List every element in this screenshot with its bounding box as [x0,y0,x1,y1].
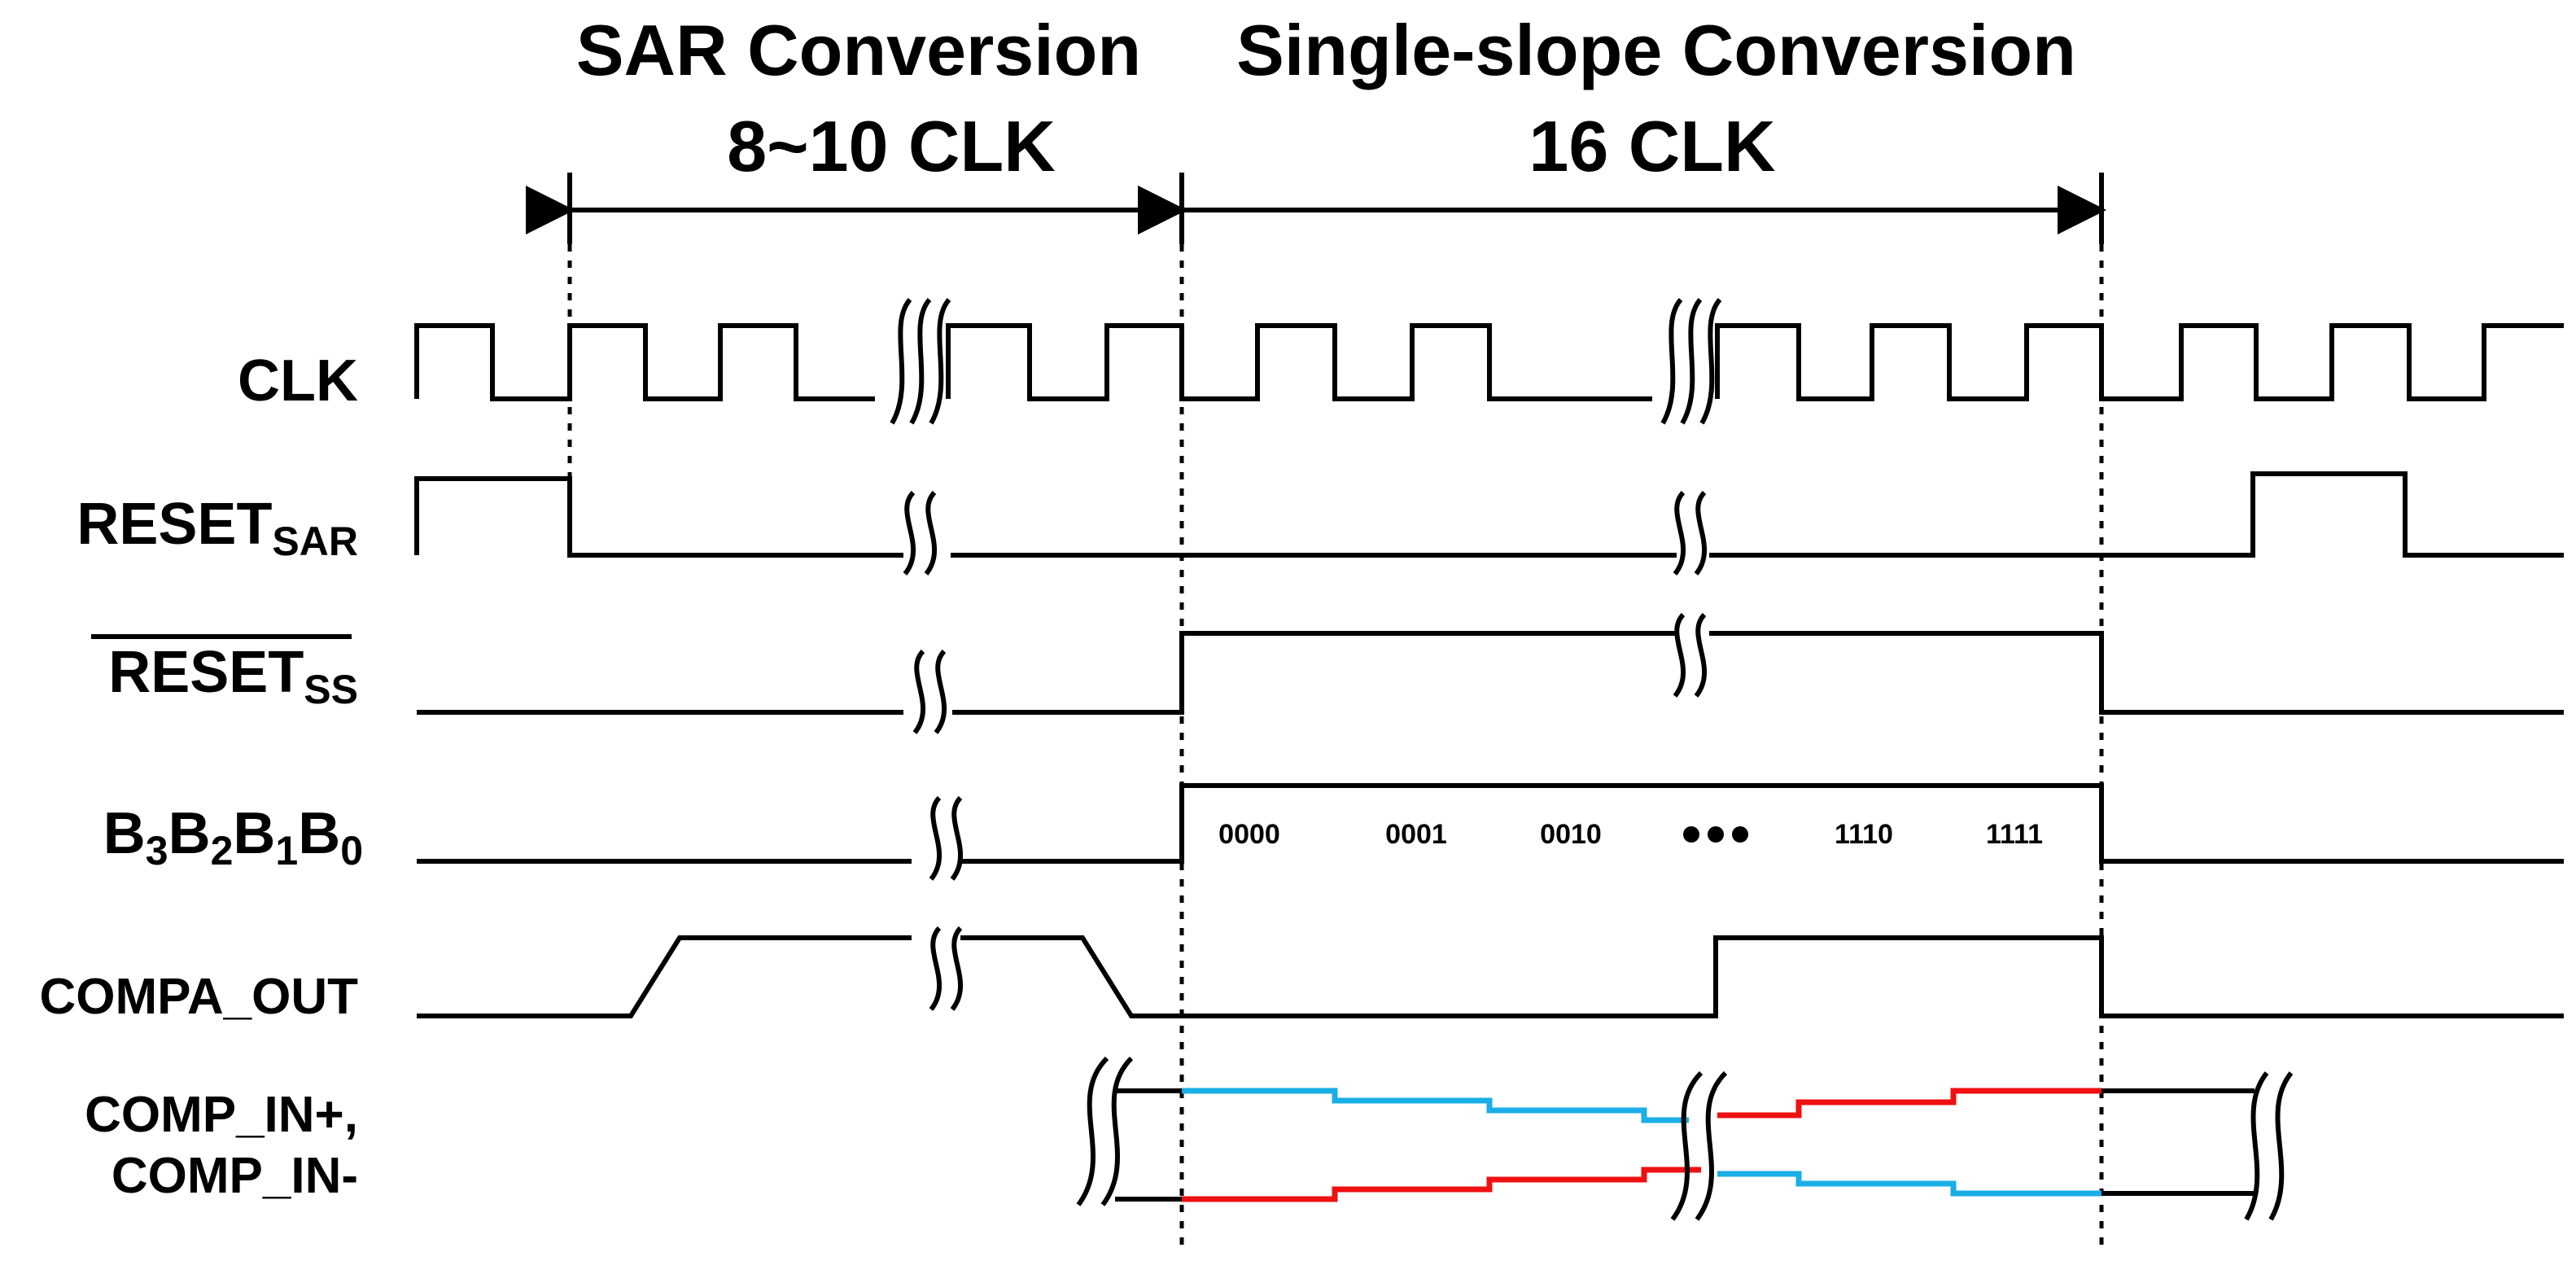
comp-in-minus-trace [1182,1088,2101,1202]
compa-out-waveform [417,935,2564,1018]
code-0010: 0010 [1540,819,1602,850]
ellipsis-dot [1683,826,1699,843]
break-symbol [890,298,951,425]
clk-label: CLK [238,348,358,414]
reset-ss-waveform [417,631,2564,715]
break-symbol [1673,612,1707,698]
comp-in-minus-label: COMP_IN- [112,1148,358,1204]
break-symbol [929,926,963,1011]
single-slope-conversion-title: Single-slope Conversion [1236,10,2076,90]
break-symbol [1660,298,1722,425]
ellipsis-dot [1708,826,1724,843]
sar-conversion-clk-count: 8~10 CLK [727,106,1056,186]
break-symbols [890,298,2294,1221]
reset-sar-waveform [414,471,2564,558]
code-1110: 1110 [1835,819,1893,850]
code-1111: 1111 [1986,819,2043,850]
code-0000: 0000 [1218,819,1280,850]
reset-ss-label: RESETSS [108,640,358,712]
comp-in-left-black [1115,1088,1182,1202]
comp-in-plus-label: COMP_IN+, [85,1087,358,1143]
ellipsis-dot [1732,826,1748,843]
clk-waveform [414,323,2564,401]
break-symbol [2244,1071,2294,1221]
reset-sar-label: RESETSAR [77,492,358,564]
break-symbol [1673,490,1707,576]
sar-conversion-title: SAR Conversion [576,10,1141,90]
comp-in-plus-trace [1182,1088,2101,1197]
code-0001: 0001 [1385,819,1447,850]
break-symbol [929,795,963,881]
break-symbol [903,490,937,576]
break-symbol [912,649,947,734]
break-symbol [1670,1070,1728,1221]
single-slope-clk-count: 16 CLK [1529,106,1775,186]
break-symbol [1076,1056,1134,1206]
bits-label: B3B2B1B0 [103,801,363,873]
bits-waveform [417,783,2564,864]
comp-in-right-black [2101,1088,2255,1196]
compa-out-label: COMPA_OUT [39,969,358,1025]
